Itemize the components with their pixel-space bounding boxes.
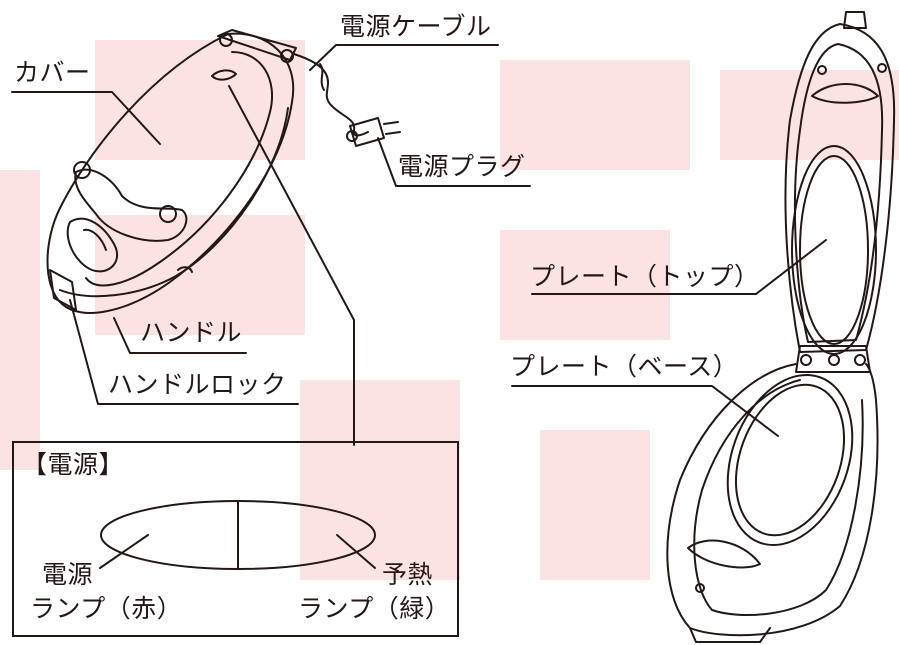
open-unit-drawing — [511, 11, 896, 643]
closed-unit-drawing — [11, 29, 531, 446]
plate-top-label: プレート（トップ） — [530, 262, 760, 291]
power-cable-label: 電源ケーブル — [340, 12, 492, 41]
preheat-lamp-label-line1: 予熱 — [382, 560, 434, 589]
handle-lock-label: ハンドルロック — [108, 370, 287, 399]
power-panel-title: 【電源】 — [22, 450, 125, 479]
preheat-lamp-label-line2: ランプ（緑） — [298, 594, 451, 623]
power-panel — [12, 441, 459, 637]
power-lamp-label-line2: ランプ（赤） — [30, 594, 183, 623]
handle-label: ハンドル — [140, 318, 243, 347]
power-panel-drawing — [99, 500, 376, 570]
cover-label: カバー — [14, 58, 91, 87]
power-plug-label: 電源プラグ — [398, 152, 526, 181]
power-lamp-label-line1: 電源 — [42, 560, 94, 589]
plate-base-label: プレート（ベース） — [510, 352, 739, 381]
